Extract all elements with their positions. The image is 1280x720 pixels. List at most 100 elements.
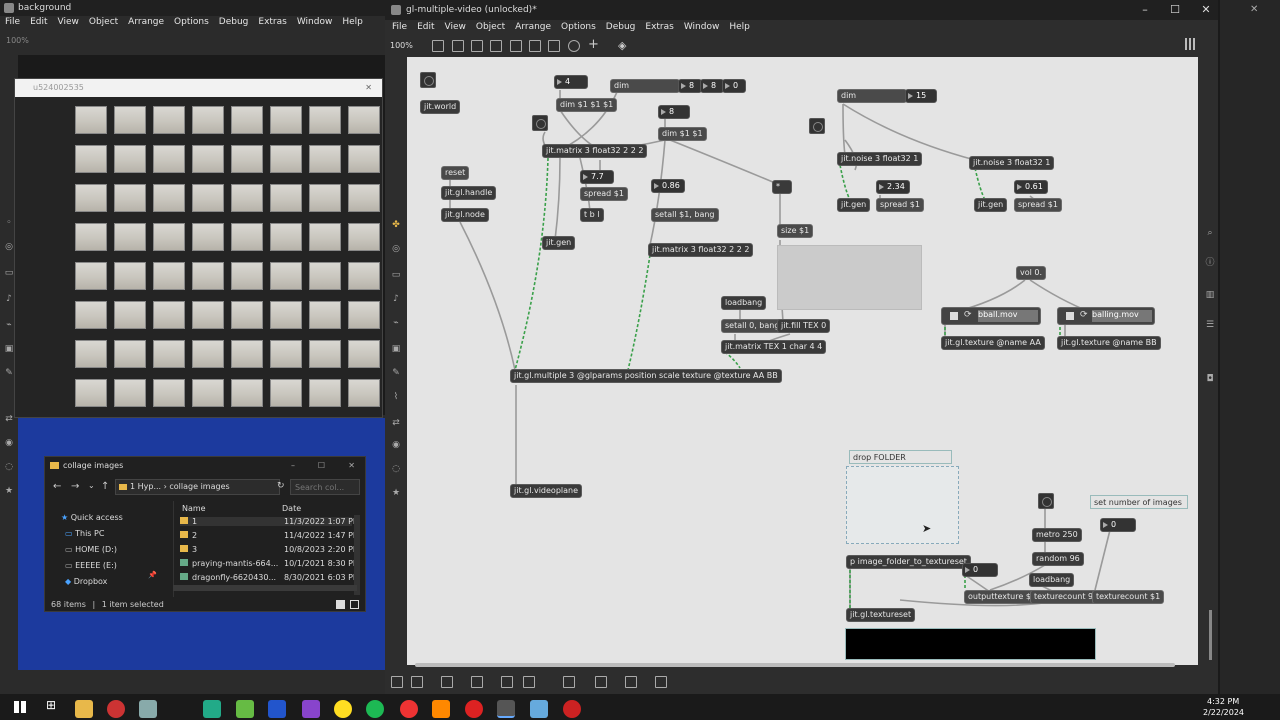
menu-help[interactable]: Help (729, 22, 750, 32)
compass-icon[interactable]: ◌ (392, 464, 400, 474)
search-icon[interactable]: ⌕ (1207, 228, 1213, 238)
number-box-0a[interactable]: 0 (722, 79, 746, 93)
menu-window[interactable]: Window (683, 22, 720, 32)
jit-gen-object-2[interactable]: jit.gen (837, 198, 871, 212)
sidebar-icon-3[interactable]: ▭ (4, 268, 14, 278)
bang-button-1[interactable] (532, 115, 548, 131)
app-taskbar-icon-8[interactable] (465, 700, 483, 718)
view-details-icon[interactable] (336, 600, 345, 609)
explorer-titlebar[interactable]: collage images – ☐ ✕ (45, 457, 365, 475)
drop-folder-area[interactable] (846, 466, 959, 544)
spread-message-1[interactable]: spread $1 (580, 187, 628, 201)
number-box-0-61[interactable]: 0.61 (1014, 180, 1048, 194)
minimize-icon[interactable]: – (1142, 3, 1148, 16)
app-taskbar-icon-4[interactable] (236, 700, 254, 718)
close-icon[interactable]: ✕ (1201, 3, 1211, 16)
jit-fill-object[interactable]: jit.fill TEX 0 (777, 319, 831, 333)
pencil-icon[interactable]: ✎ (392, 368, 400, 378)
presentation-icon[interactable] (432, 40, 444, 52)
number-box-7-7[interactable]: 7.7 (580, 170, 614, 184)
explorer-maximize-icon[interactable]: ☐ (317, 461, 325, 470)
bottom-mixer-icon[interactable] (625, 676, 637, 688)
volume-message[interactable]: vol 0. (1016, 266, 1047, 280)
spread-message-2[interactable]: spread $1 (876, 198, 924, 212)
app-taskbar-icon-3[interactable] (203, 700, 221, 718)
jit-matrix-tex-object[interactable]: jit.matrix TEX 1 char 4 4 (721, 340, 827, 354)
number-box-8b[interactable]: 8 (700, 79, 724, 93)
explorer-up-icon[interactable]: ↑ (101, 481, 110, 492)
sidebar-icon-6[interactable]: ▣ (4, 344, 14, 354)
number-box-0-86[interactable]: 0.86 (651, 179, 685, 193)
file-list-scrollbar[interactable] (354, 515, 360, 595)
file-list-item[interactable]: praying-mantis-664...10/1/2021 8:30 PM (180, 559, 360, 568)
nav-dropbox[interactable]: ◆ Dropbox (65, 577, 108, 586)
jit-gl-textureset-object[interactable]: jit.gl.textureset (846, 608, 916, 622)
maximize-icon[interactable]: ☐ (1170, 3, 1180, 16)
menu-extras[interactable]: Extras (645, 22, 674, 32)
taskbar-date[interactable]: 2/22/2024 (1203, 708, 1245, 717)
explorer-forward-icon[interactable]: → (71, 481, 80, 492)
loadbang-object-1[interactable]: loadbang (721, 296, 767, 310)
video-window-close-icon[interactable]: ✕ (365, 83, 372, 92)
delete-icon[interactable] (490, 40, 502, 52)
bottom-tool-icon[interactable] (595, 676, 607, 688)
bottom-edit-icon[interactable] (411, 676, 423, 688)
spread-message-3[interactable]: spread $1 (1014, 198, 1062, 212)
menu-edit[interactable]: Edit (417, 22, 435, 32)
music-icon[interactable]: ♪ (393, 294, 399, 304)
menu-view[interactable]: View (444, 22, 466, 32)
menu-file[interactable]: File (392, 22, 408, 32)
chrome-taskbar-icon[interactable] (400, 700, 418, 718)
spotify-taskbar-icon[interactable] (366, 700, 384, 718)
multiply-object[interactable]: * (772, 180, 792, 194)
target-icon[interactable]: ◎ (392, 244, 400, 254)
bg-menu-arrange[interactable]: Arrange (128, 17, 165, 27)
app-taskbar-icon-2[interactable] (139, 700, 157, 718)
number-box-8a[interactable]: 8 (678, 79, 702, 93)
video-window-titlebar[interactable]: u524002535 ✕ (15, 79, 382, 97)
movie-toggle-icon[interactable] (950, 312, 958, 320)
sidebar-icon-4[interactable]: ♪ (6, 294, 12, 304)
device-icon[interactable]: ▭ (391, 270, 401, 280)
bg-zoom-level[interactable]: 100% (6, 36, 29, 45)
menu-object[interactable]: Object (475, 22, 506, 32)
texturecount-message[interactable]: texturecount $1 (1092, 590, 1165, 604)
jit-noise-object-2[interactable]: jit.noise 3 float32 1 (969, 156, 1055, 170)
size-message[interactable]: size $1 (777, 224, 814, 238)
number-box-15[interactable]: 15 (905, 89, 937, 103)
jit-gl-texture-bb-object[interactable]: jit.gl.texture @name BB (1057, 336, 1161, 350)
bg-menu-help[interactable]: Help (342, 17, 363, 27)
bottom-debug-icon[interactable] (501, 676, 513, 688)
jit-matrix-object-2[interactable]: jit.matrix 3 float32 2 2 2 (648, 243, 754, 257)
random-object[interactable]: random 96 (1032, 552, 1084, 566)
bg-menu-extras[interactable]: Extras (258, 17, 287, 27)
app-taskbar-icon-5[interactable] (268, 700, 286, 718)
sidebar-icon-9[interactable]: ◉ (5, 438, 13, 448)
jit-world-toggle[interactable] (420, 72, 436, 88)
bg-menu-debug[interactable]: Debug (218, 17, 249, 27)
number-box-0b[interactable]: 0 (1100, 518, 1136, 532)
app-taskbar-icon-6[interactable] (302, 700, 320, 718)
explorer-hscrollbar[interactable] (173, 585, 357, 591)
app-taskbar-icon-10[interactable] (563, 700, 581, 718)
metro-object[interactable]: metro 250 (1032, 528, 1082, 542)
explorer-back-icon[interactable]: ← (53, 481, 62, 492)
nav-home-drive[interactable]: ▭ HOME (D:) (65, 545, 118, 554)
dim-args-message[interactable]: dim $1 $1 $1 (556, 98, 618, 112)
sidebar-icon-7[interactable]: ✎ (5, 368, 13, 378)
bg-menu-window[interactable]: Window (296, 17, 333, 27)
sidebar-icon-8[interactable]: ⇄ (5, 414, 13, 424)
bottom-presentation-icon[interactable] (441, 676, 453, 688)
info-icon[interactable]: ⓘ (1205, 258, 1215, 268)
max-taskbar-icon[interactable] (497, 700, 515, 718)
app-taskbar-icon-1[interactable] (107, 700, 125, 718)
taskbar-search-icon[interactable]: ⊞ (46, 698, 57, 712)
jit-gl-node-object[interactable]: jit.gl.node (441, 208, 489, 222)
number-box-2-34[interactable]: 2.34 (876, 180, 910, 194)
explorer-close-icon[interactable]: ✕ (348, 461, 355, 470)
file-explorer-taskbar-icon[interactable] (75, 700, 93, 718)
bottom-keyboard-icon[interactable] (655, 676, 667, 688)
bang-button-3[interactable] (1038, 493, 1054, 509)
trigger-object[interactable]: t b l (580, 208, 604, 222)
